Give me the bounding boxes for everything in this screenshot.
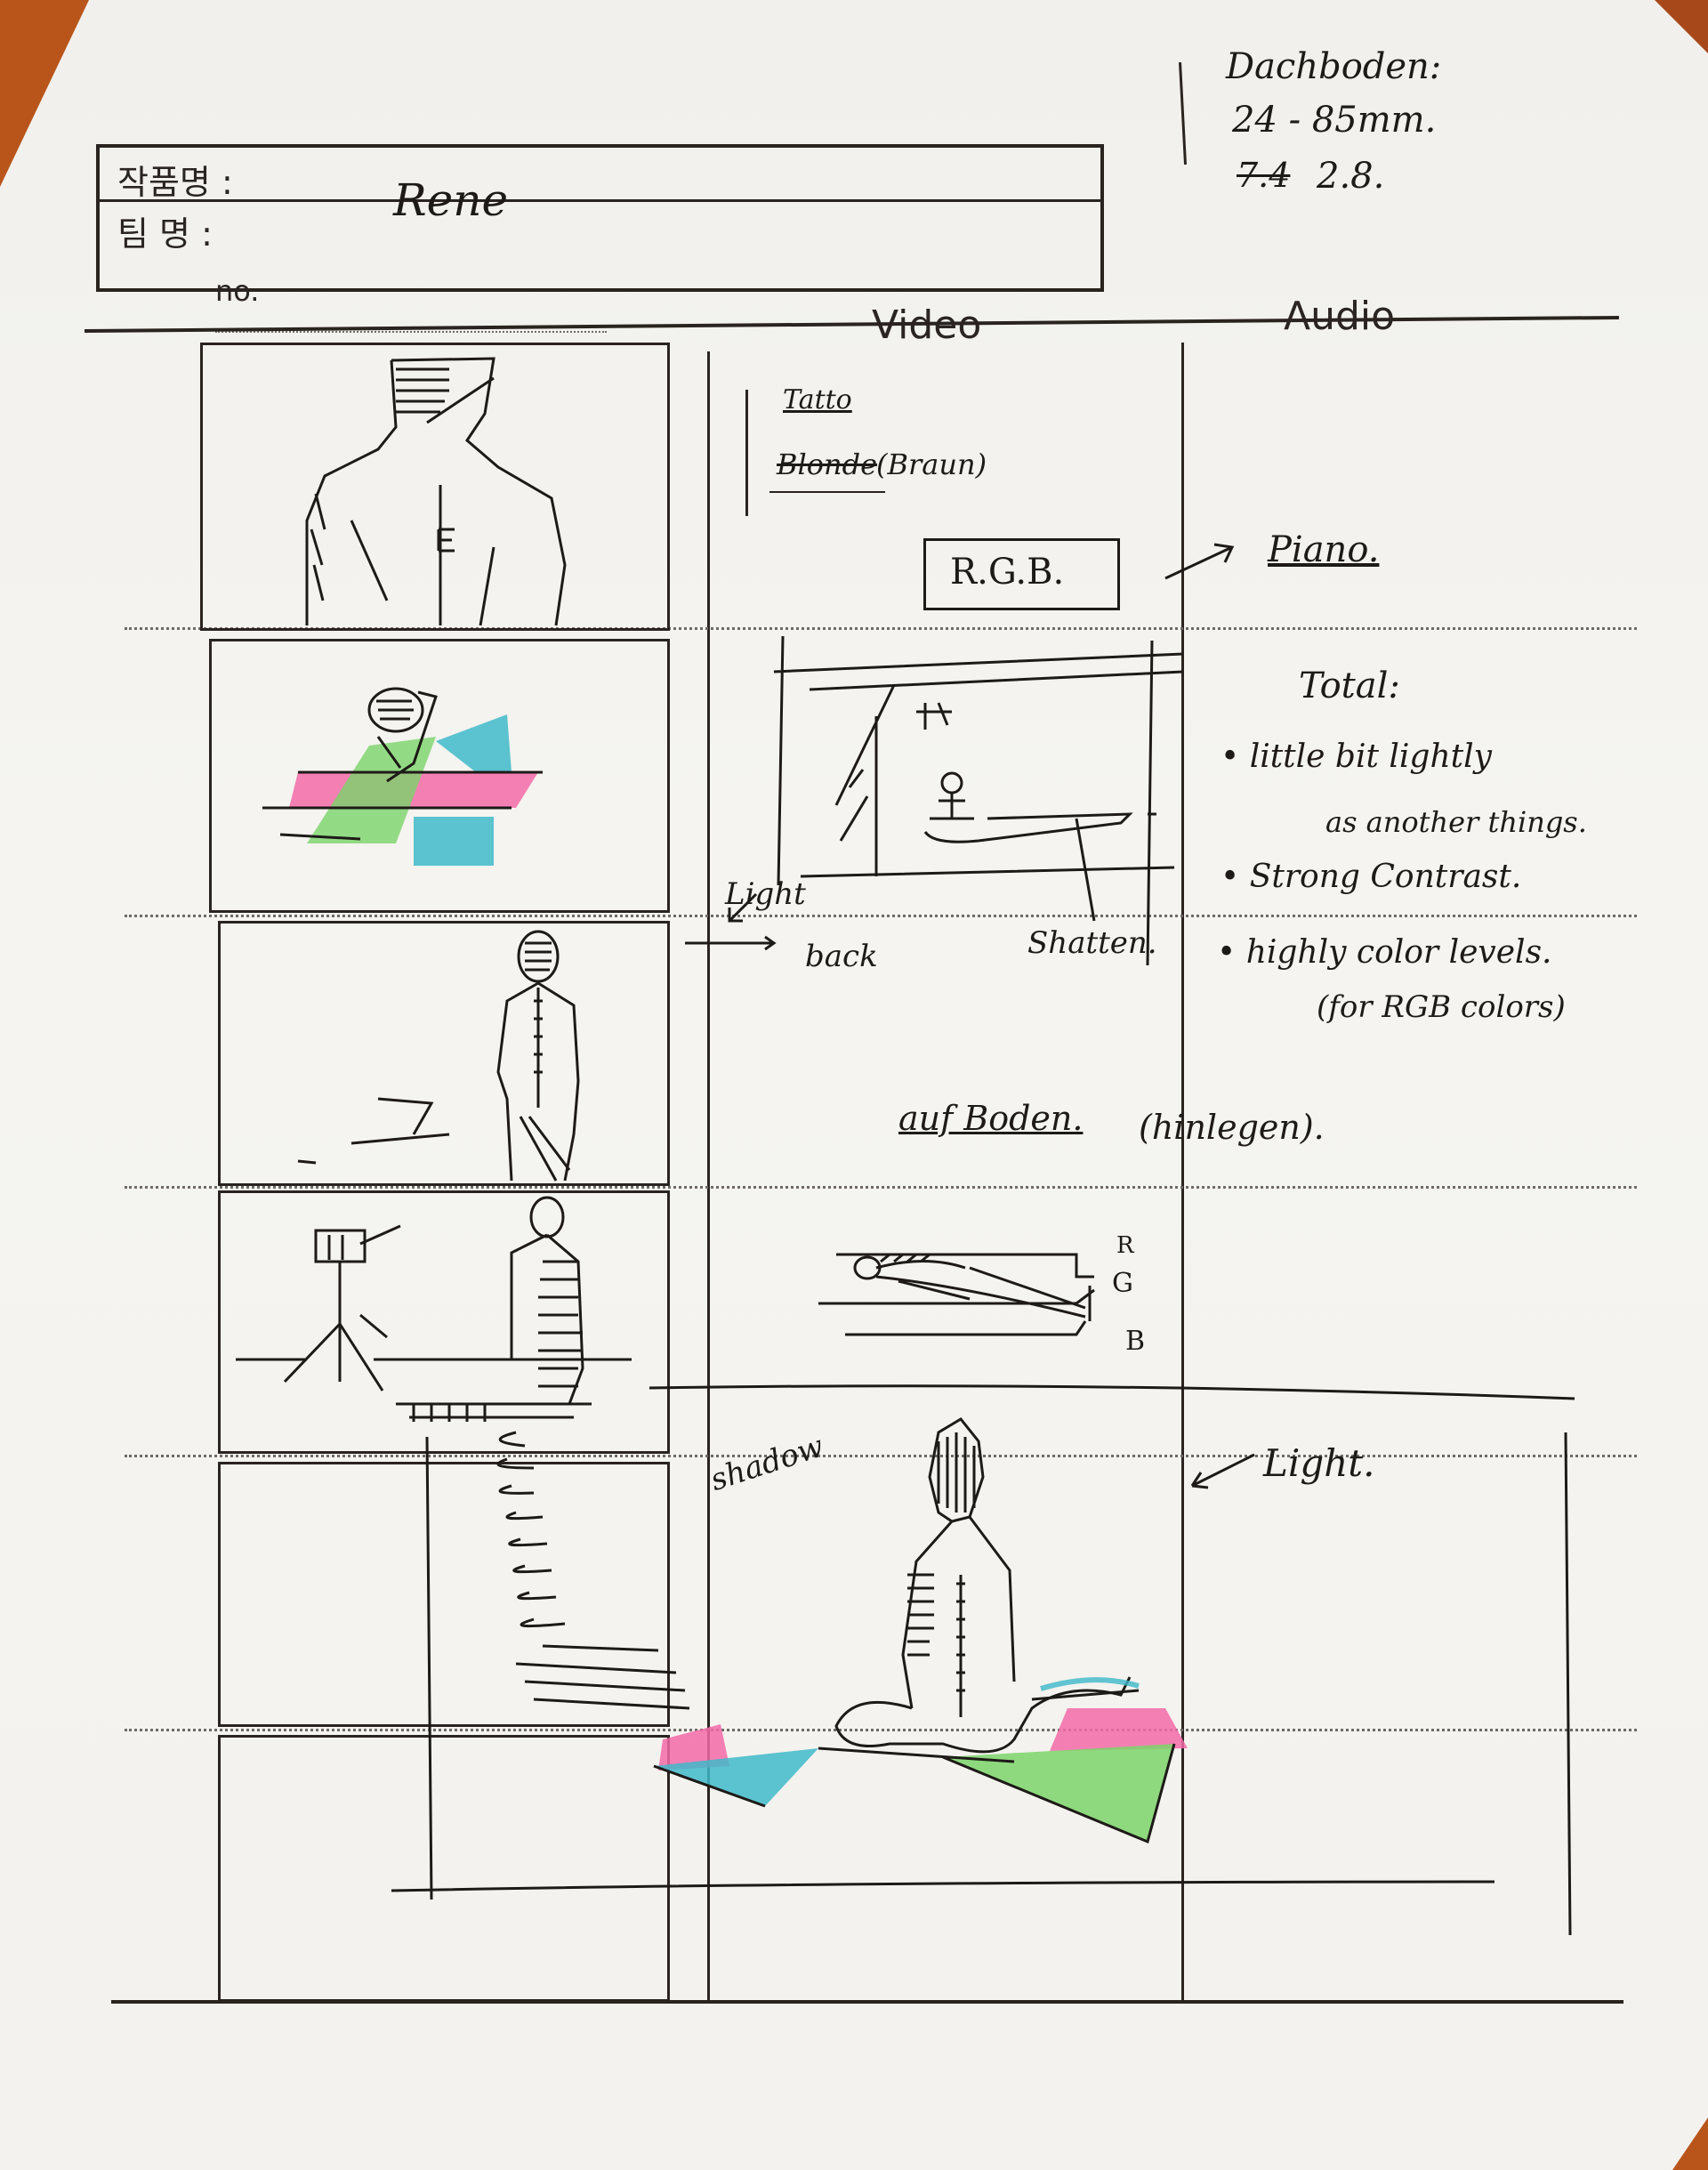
blonde-note-struck: Blonde — [777, 448, 878, 481]
title-row-divider — [100, 199, 1100, 202]
storyboard-panel-1 — [200, 343, 670, 631]
note-location: Dachboden: — [1226, 46, 1442, 87]
light-label-2: Light. — [1263, 1441, 1375, 1485]
shatten-label: Shatten. — [1027, 925, 1157, 961]
audio-bullet-3-cont: (for RGB colors) — [1317, 989, 1566, 1025]
storyboard-panel-6 — [218, 1735, 670, 2002]
audio-column-left-border — [1181, 343, 1184, 2002]
note-aperture-struck: 7.4 — [1237, 156, 1291, 195]
no-underline — [215, 331, 607, 333]
no-label: no. — [215, 274, 260, 308]
figure-over-rgb-colored-planes-sketch — [262, 687, 543, 866]
storyboard-panel-4 — [218, 1190, 670, 1454]
row-divider-2 — [125, 915, 1637, 917]
storyboard-panel-2 — [209, 639, 670, 913]
audio-bullet-1-text: little bit lightly — [1249, 738, 1492, 775]
video-note-bracket — [745, 390, 748, 516]
braun-note: (Braun) — [876, 448, 987, 481]
video-note-underline — [769, 491, 885, 493]
storyboard-panel-5 — [218, 1462, 670, 1727]
back-view-upper-body-sketch — [305, 357, 567, 626]
hinlegen-note: (hinlegen). — [1139, 1108, 1325, 1147]
audio-bullet-3: • highly color levels. — [1217, 934, 1552, 971]
audio-bullet-1-cont: as another things. — [1325, 805, 1587, 839]
note-aperture: 2.8. — [1317, 156, 1385, 197]
diagram-label-r: R — [1116, 1232, 1134, 1259]
team-name-label: 팀 명 : — [117, 214, 213, 254]
audio-bullet-3-text: highly color levels. — [1245, 934, 1552, 971]
work-title-label: 작품명 : — [117, 163, 233, 202]
row-divider-5 — [125, 1729, 1637, 1731]
bottom-rule — [111, 2000, 1623, 2004]
row-divider-1 — [125, 627, 1637, 630]
arrow-to-piano-icon — [1164, 543, 1235, 580]
seated-figure-with-music-stand-sketch — [236, 1196, 632, 1422]
audio-header: Audio — [1284, 294, 1396, 339]
auf-boden-note: auf Boden. — [898, 1099, 1084, 1138]
title-box: 작품명 : 팀 명 : Rene — [96, 144, 1104, 292]
diagram-label-b: B — [1125, 1326, 1146, 1357]
rgb-box — [923, 538, 1120, 610]
overhead-room-diagram-sketch — [685, 635, 1184, 966]
storyboard-panel-3 — [218, 921, 670, 1186]
work-title-value: Rene — [393, 174, 509, 226]
back-label: back — [805, 939, 878, 974]
audio-piano: Piano. — [1268, 529, 1380, 570]
video-column-left-border — [707, 351, 710, 2002]
light-label: Light — [725, 876, 806, 912]
audio-bullet-2: • Strong Contrast. — [1221, 859, 1522, 895]
note-lens-range: 24 - 85mm. — [1232, 100, 1437, 141]
rgb-layers-diagram-sketch — [818, 1253, 1095, 1336]
large-seated-figure-sketch — [391, 1384, 1575, 1936]
row-divider-3 — [125, 1186, 1637, 1189]
audio-bullet-2-text: Strong Contrast. — [1249, 859, 1522, 895]
audio-total-title: Total: — [1299, 666, 1400, 706]
standing-figure-back-view-sketch — [297, 930, 580, 1182]
row-divider-4 — [125, 1455, 1637, 1457]
rgb-label: R.G.B. — [950, 552, 1065, 593]
diagram-label-g: G — [1112, 1268, 1133, 1299]
tattoo-note: Tatto — [783, 384, 852, 415]
audio-bullet-1: • little bit lightly — [1221, 738, 1492, 775]
